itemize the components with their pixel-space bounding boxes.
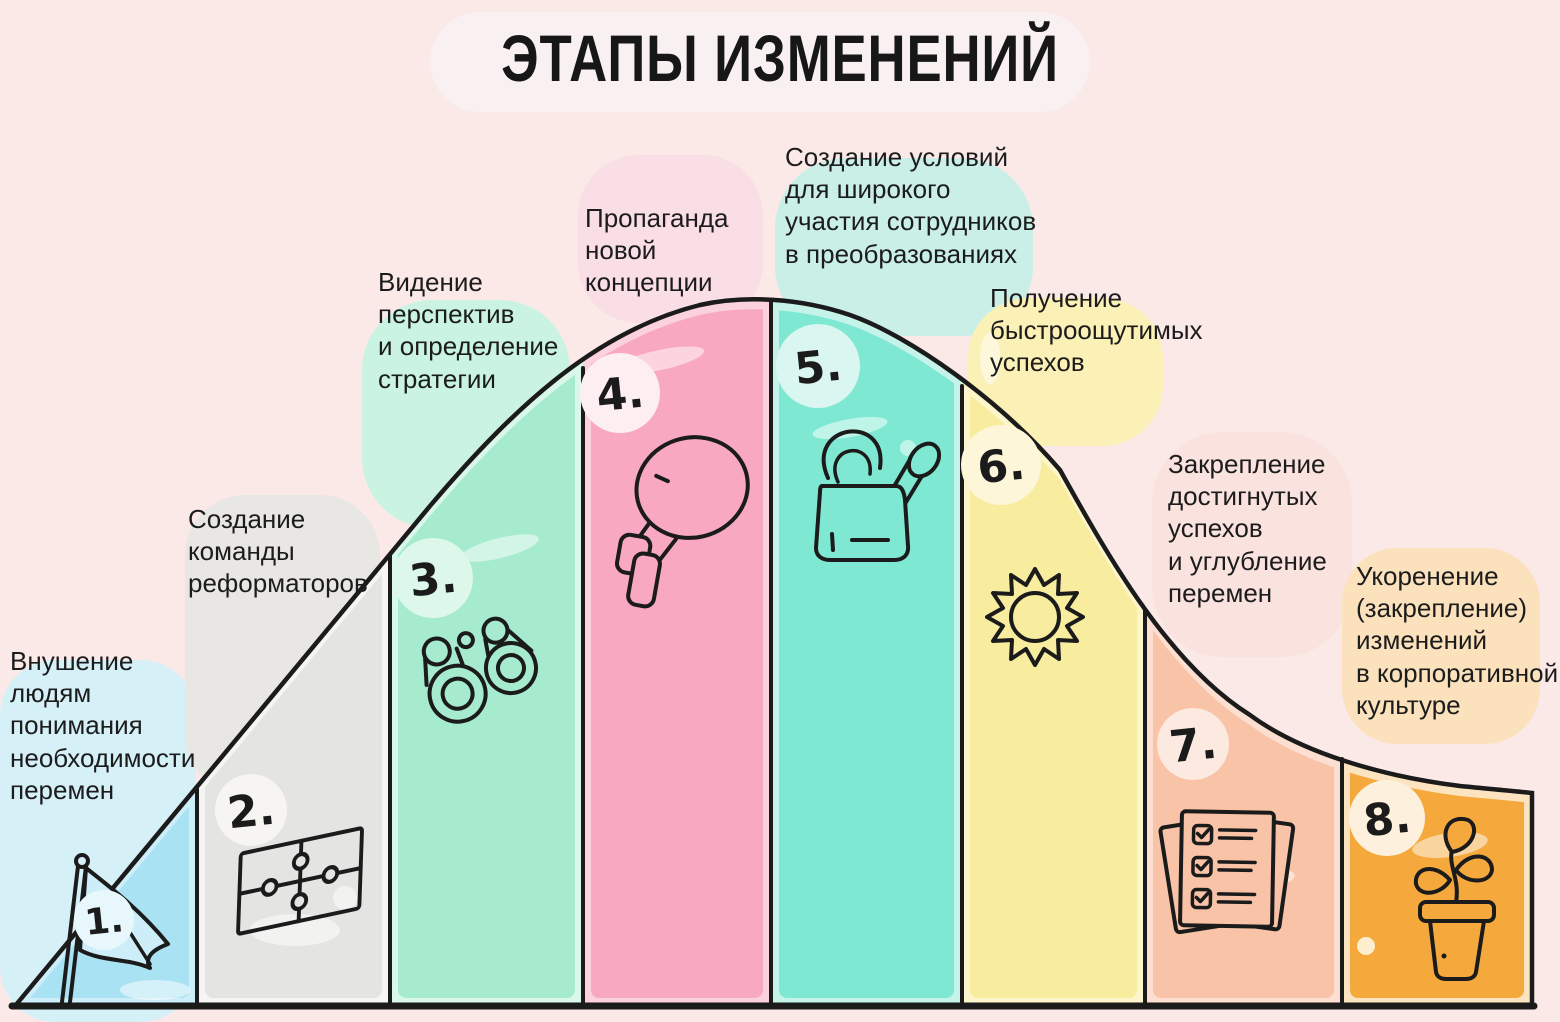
stage-3-label: Видение перспектив и определение стратег… (378, 267, 559, 394)
svg-text:3.: 3. (407, 552, 459, 608)
stage-5-number-badge: 5. (776, 324, 860, 408)
stage-1-number-badge: 1. (74, 890, 134, 950)
svg-text:6.: 6. (975, 439, 1027, 495)
svg-text:5.: 5. (792, 340, 844, 396)
stage-4-number-badge: 4. (580, 353, 660, 433)
curve-outline (12, 297, 1535, 1009)
stage-1-label: Внушение людям понимания необходимости п… (10, 646, 196, 805)
checklist-icon (1158, 809, 1296, 935)
stage-6-number-badge: 6. (961, 425, 1041, 505)
stage-8-label: Укоренение (закрепление) изменений в кор… (1356, 561, 1559, 720)
svg-text:1.: 1. (83, 899, 126, 944)
binoculars-icon (421, 616, 538, 724)
svg-text:2.: 2. (225, 784, 277, 840)
stage-2-number-badge: 2. (215, 774, 287, 846)
svg-text:8.: 8. (1361, 792, 1413, 848)
puzzle-icon (236, 826, 364, 936)
stage-7-number-badge: 7. (1157, 708, 1229, 780)
band-dividers (195, 300, 1344, 1006)
sun-icon (985, 567, 1085, 667)
stage-6-label: Получение быстроощутимых успехов (990, 283, 1203, 378)
watering-can-icon (814, 429, 942, 562)
plant-icon (1413, 816, 1496, 981)
svg-text:7.: 7. (1167, 718, 1219, 774)
stage-8-number-badge: 8. (1349, 780, 1425, 856)
megaphone-icon (614, 435, 750, 609)
stage-5-label: Создание условий для широкого участия со… (785, 142, 1037, 269)
svg-text:4.: 4. (594, 367, 646, 423)
page-title: ЭТАПЫ ИЗМЕНЕНИЙ (501, 21, 1059, 95)
stage-3-number-badge: 3. (393, 538, 473, 618)
stage-7-label: Закрепление достигнутых успехов и углубл… (1168, 449, 1327, 608)
stage-2-label: Создание команды реформаторов (188, 504, 368, 599)
stage-4-label: Пропаганда новой концепции (585, 203, 729, 298)
background-blobs (0, 12, 1540, 1022)
